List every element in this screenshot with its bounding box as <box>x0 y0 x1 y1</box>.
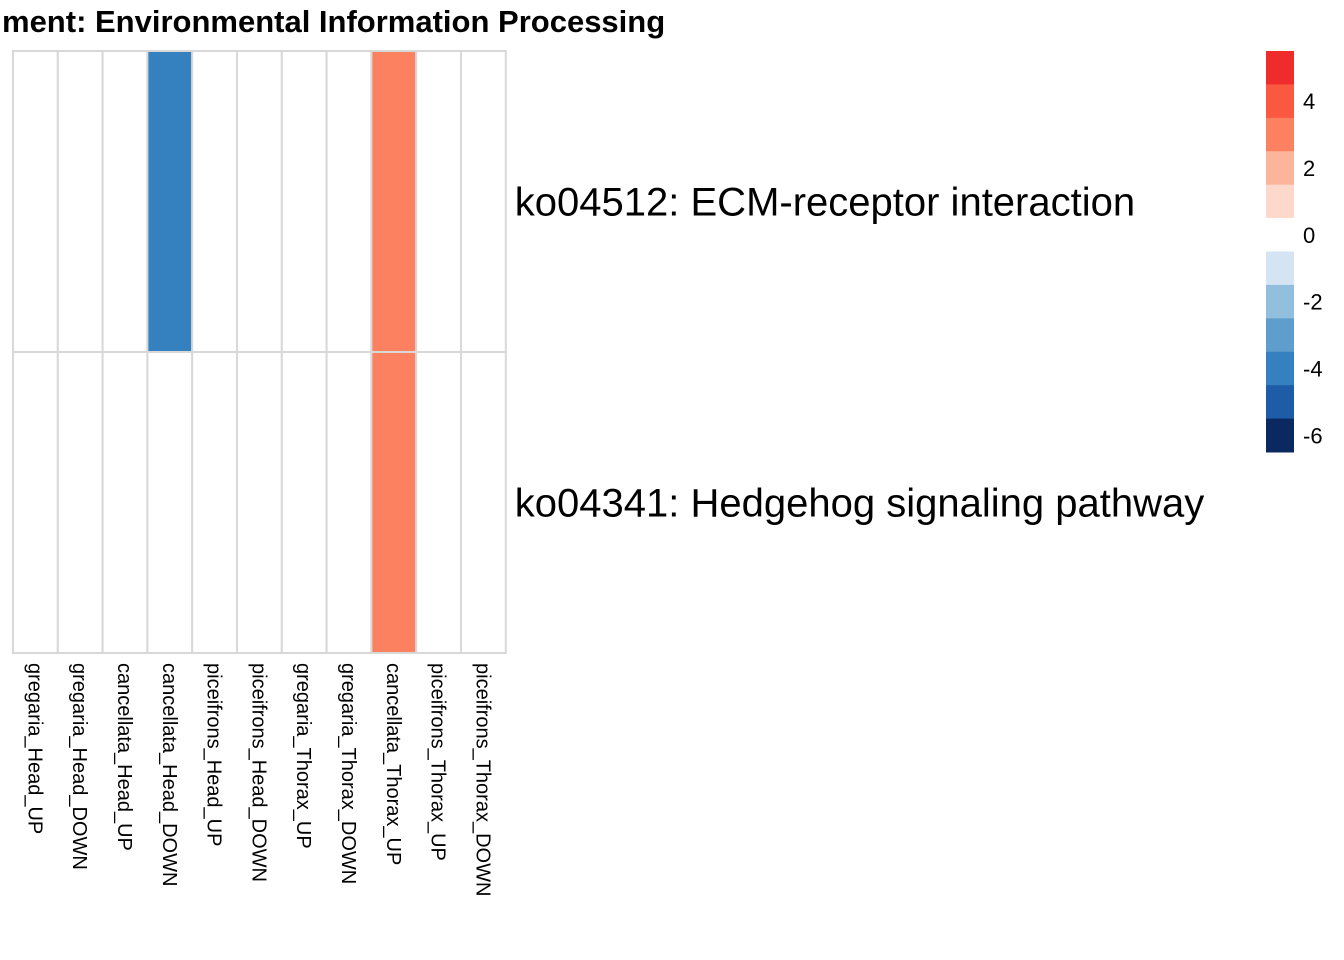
heatmap-cell <box>460 50 507 353</box>
legend-swatch <box>1266 284 1294 319</box>
row-labels: ko04512: ECM-receptor interaction ko04341… <box>515 181 1204 526</box>
heatmap-cell <box>146 351 194 654</box>
legend-swatch <box>1266 251 1294 286</box>
column-label: gregaria_Head_DOWN <box>68 663 90 870</box>
heatmap-cell <box>280 50 328 353</box>
column-label: piceifrons_Head_UP <box>203 663 225 846</box>
column-label: cancellata_Head_UP <box>113 663 135 851</box>
heatmap-cell <box>191 50 238 353</box>
heatmap-cell <box>415 351 463 654</box>
color-legend: 4 2 0 -2 -4 -6 <box>1266 51 1323 453</box>
heatmap-cell <box>370 50 418 353</box>
legend-swatches <box>1266 51 1294 453</box>
heatmap-cell <box>236 50 283 353</box>
heatmap-cell <box>101 50 149 353</box>
legend-tick-labels: 4 2 0 -2 -4 -6 <box>1303 89 1323 448</box>
legend-tick-label: -4 <box>1303 356 1323 381</box>
heatmap-cell <box>370 351 418 654</box>
column-label: cancellata_Thorax_UP <box>382 663 404 865</box>
legend-swatch <box>1266 418 1294 453</box>
heatmap-cell <box>236 351 283 654</box>
column-label: gregaria_Head_UP <box>23 663 45 834</box>
heatmap-cell <box>460 351 507 654</box>
heatmap-cell <box>12 351 59 654</box>
heatmap-cell <box>325 50 373 353</box>
heatmap-cells <box>12 50 507 654</box>
column-label: piceifrons_Head_DOWN <box>247 663 269 882</box>
row-label: ko04512: ECM-receptor interaction <box>515 181 1135 225</box>
heatmap-cell <box>415 50 463 353</box>
legend-swatch <box>1266 51 1294 85</box>
chart-title: ment: Environmental Information Processi… <box>2 4 665 39</box>
legend-swatch <box>1266 385 1294 420</box>
legend-swatch <box>1266 351 1294 386</box>
heatmap-cell <box>12 50 59 353</box>
legend-tick-label: 4 <box>1303 89 1315 114</box>
legend-tick-label: 0 <box>1303 223 1315 248</box>
heatmap-cell <box>146 50 194 353</box>
column-label: cancellata_Head_DOWN <box>158 663 180 886</box>
column-label: piceifrons_Thorax_DOWN <box>471 663 493 896</box>
heatmap-cell <box>56 50 104 353</box>
heatmap-cell <box>280 351 328 654</box>
legend-swatch <box>1266 117 1294 152</box>
legend-tick-label: -6 <box>1303 423 1323 448</box>
heatmap-cell <box>191 351 238 654</box>
row-label: ko04341: Hedgehog signaling pathway <box>515 482 1204 526</box>
column-label: piceifrons_Thorax_UP <box>427 663 449 861</box>
legend-swatch <box>1266 151 1294 186</box>
heatmap-cell <box>325 351 373 654</box>
column-label: gregaria_Thorax_DOWN <box>337 663 359 884</box>
heatmap-cell <box>56 351 104 654</box>
column-labels: gregaria_Head_UP gregaria_Head_DOWN cancel… <box>23 663 493 896</box>
legend-swatch <box>1266 218 1294 252</box>
heatmap-cell <box>101 351 149 654</box>
legend-swatch <box>1266 184 1294 219</box>
legend-tick-label: -2 <box>1303 290 1323 315</box>
legend-swatch <box>1266 318 1294 353</box>
column-label: gregaria_Thorax_UP <box>292 663 314 849</box>
legend-swatch <box>1266 84 1294 119</box>
legend-tick-label: 2 <box>1303 156 1315 181</box>
